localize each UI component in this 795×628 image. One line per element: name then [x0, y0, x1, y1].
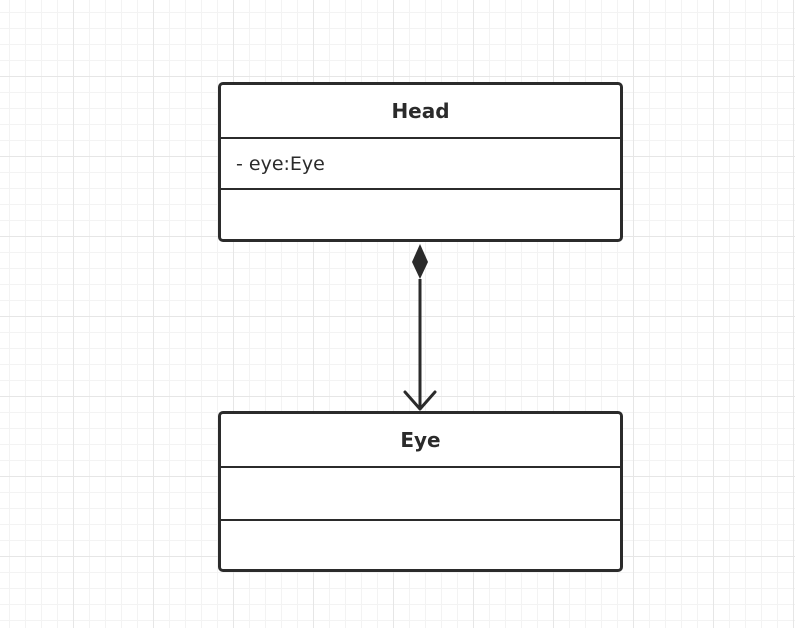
attribute-eye: - eye:Eye	[236, 152, 325, 175]
attributes-compartment-eye	[221, 466, 620, 519]
operations-compartment-head	[221, 188, 620, 239]
operations-compartment-eye	[221, 519, 620, 569]
class-box-head[interactable]: Head - eye:Eye	[218, 82, 623, 242]
class-name-eye: Eye	[400, 428, 441, 452]
class-name-head: Head	[391, 99, 450, 123]
attributes-compartment-head: - eye:Eye	[221, 137, 620, 188]
composition-diamond-icon	[412, 244, 428, 279]
class-box-eye[interactable]: Eye	[218, 411, 623, 572]
arrowhead-icon	[403, 390, 437, 411]
